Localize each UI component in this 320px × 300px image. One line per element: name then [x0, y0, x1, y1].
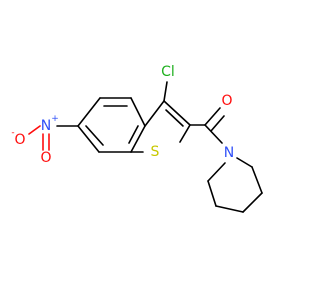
bond-nnitro-otop	[28, 125, 41, 135]
molecule-structure: Cl S O N N + O - O	[11, 64, 263, 213]
bond-c2p-c3p	[207, 180, 217, 207]
bond-c6-c7-inner	[85, 125, 104, 146]
sulfur-atom-label: S	[151, 144, 160, 160]
bond-c3p-c4p	[215, 205, 244, 213]
nitro-oxygen-charge: -	[11, 128, 14, 138]
bond-c3-c2	[163, 100, 191, 126]
piperidine-nitrogen-label: N	[224, 145, 234, 161]
chlorine-atom-label: Cl	[161, 64, 175, 80]
bond-c6-c7	[77, 125, 100, 153]
bond-carbonyl-n	[204, 124, 223, 144]
nitro-nitrogen-label: N	[41, 118, 51, 134]
bond-c3a-c4	[130, 97, 146, 127]
nitro-oxygen-top-label: O	[14, 132, 25, 148]
bond-c3-c2-inner	[165, 109, 184, 127]
bond-c7a-c3a	[130, 125, 146, 153]
bond-c7a-c3a-inner	[128, 125, 139, 144]
bond-c3a-c3	[144, 100, 165, 127]
bond-carbonyl-o-1	[204, 107, 221, 126]
bond-c6p-n	[236, 157, 253, 168]
bond-c2-s	[179, 124, 191, 143]
carbonyl-oxygen-label: O	[221, 93, 232, 109]
molecule-drawing: Cl S O N N + O - O	[11, 64, 263, 213]
nitro-oxygen-bottom-label: O	[40, 150, 51, 166]
bond-c5p-c6p	[251, 166, 263, 194]
bond-c5-c6	[77, 97, 101, 127]
bond-carbonyl-o-2	[210, 115, 225, 132]
bond-c4p-c5p	[242, 192, 263, 213]
bond-n-c2p	[207, 162, 226, 182]
nitro-nitrogen-charge: +	[51, 114, 59, 124]
bond-c3-cl	[163, 81, 168, 102]
